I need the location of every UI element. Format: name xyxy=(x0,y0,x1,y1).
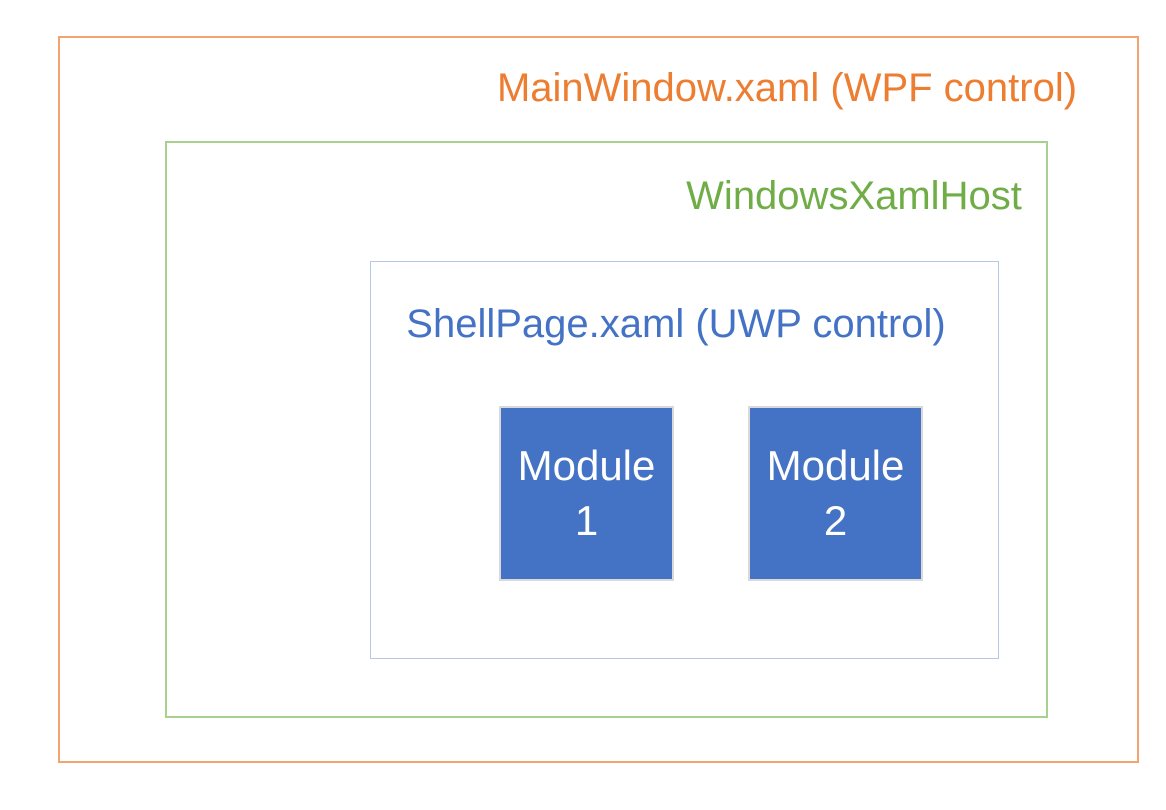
mainwindow-wpf-box xyxy=(58,36,1139,763)
module-2-box: Module 2 xyxy=(748,406,923,581)
shellpage-uwp-box xyxy=(370,261,999,659)
module-2-number: 2 xyxy=(823,496,848,544)
module-1-number: 1 xyxy=(574,496,599,544)
module-1-box: Module 1 xyxy=(499,406,674,581)
windowsxamlhost-box xyxy=(165,141,1048,718)
shellpage-uwp-label: ShellPage.xaml (UWP control) xyxy=(406,302,946,346)
module-2-name: Module xyxy=(766,441,905,489)
mainwindow-wpf-label: MainWindow.xaml (WPF control) xyxy=(496,66,1078,110)
windowsxamlhost-label: WindowsXamlHost xyxy=(686,174,1022,218)
module-1-name: Module xyxy=(517,441,656,489)
